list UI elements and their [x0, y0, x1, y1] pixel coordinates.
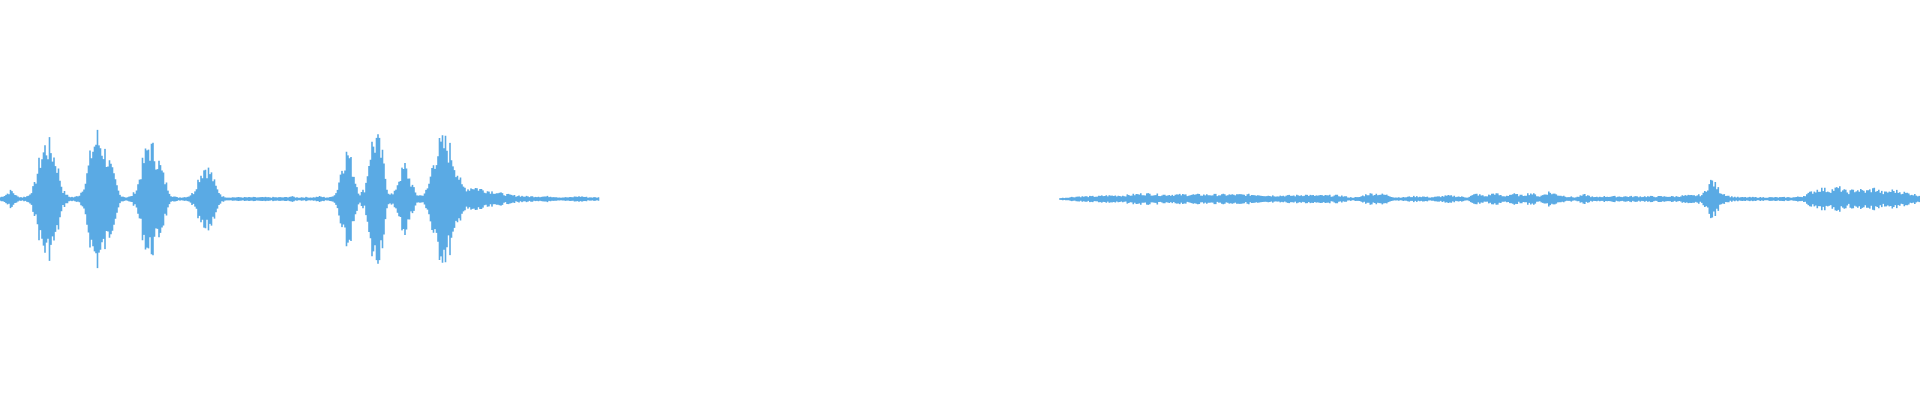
waveform-segment — [1059, 179, 1920, 219]
waveform-segment — [0, 129, 600, 269]
